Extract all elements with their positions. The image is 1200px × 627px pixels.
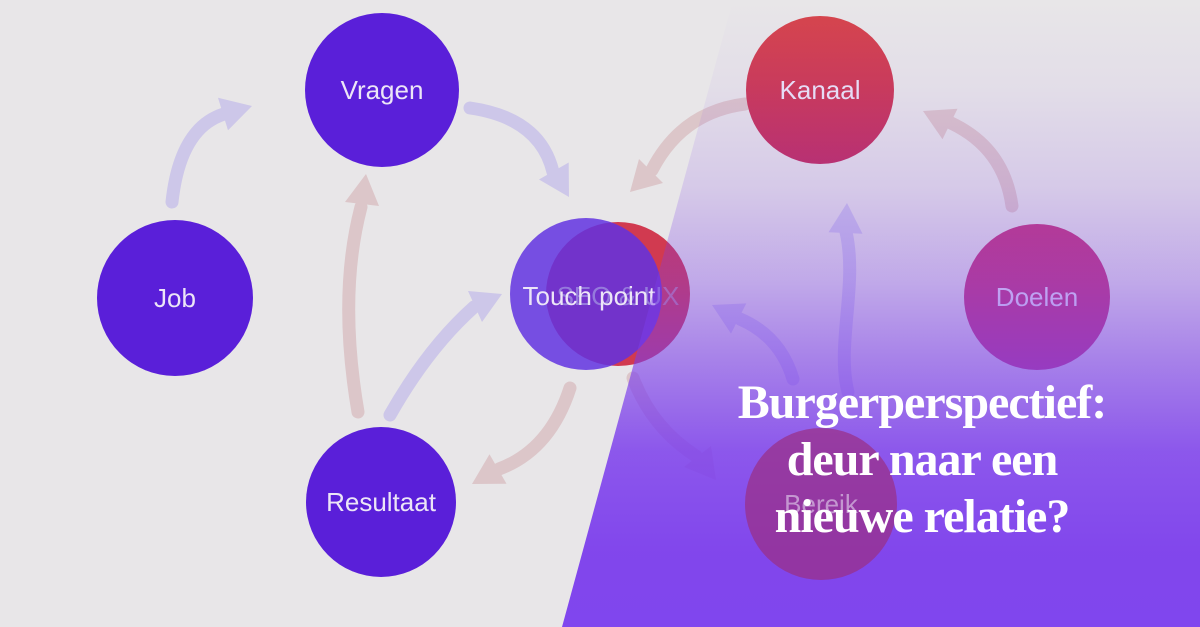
arrow-touchpoint-to-resultaat-body: [492, 381, 577, 476]
arrows-left-group: [165, 97, 577, 484]
arrow-touchpoint-to-resultaat-head: [472, 454, 507, 484]
node-resultaat-label: Resultaat: [326, 487, 437, 517]
node-bereik-circle: [745, 428, 897, 580]
purple-overlay: [562, 0, 1200, 627]
arrow-resultaat-to-vragen-body: [342, 200, 368, 419]
node-touchpoint-purple-circle: [510, 218, 662, 370]
arrow-resultaat-to-vragen-head: [345, 174, 379, 206]
arrow-vragen-to-touchpoint-body: [463, 101, 560, 179]
node-vragen-circle: [305, 13, 459, 167]
arrow-job-to-vragen-head: [218, 97, 252, 131]
title-line-2: deur naar een: [787, 433, 1058, 486]
arrow-kanaal-to-touchpoint-head: [630, 159, 663, 192]
arrow-resultaat-to-touchpoint-body: [383, 300, 481, 422]
node-bereik-label: Bereik: [784, 489, 859, 519]
headline: Burgerperspectief: deur naar een nieuwe …: [738, 376, 1108, 543]
arrow-job-to-vragen-body: [165, 107, 231, 209]
title-line-3: nieuwe relatie?: [775, 490, 1070, 543]
arrow-resultaat-to-touchpoint-head: [468, 291, 502, 322]
arrow-vragen-to-touchpoint-head: [539, 162, 569, 197]
title-line-1: Burgerperspectief:: [738, 376, 1107, 429]
node-vragen-label: Vragen: [341, 75, 424, 105]
node-bereik-group: Bereik: [745, 428, 897, 580]
node-job-circle: [97, 220, 253, 376]
node-job-label: Job: [154, 283, 196, 313]
node-touchpoint-label: Touch point: [523, 281, 657, 311]
node-resultaat-circle: [306, 427, 456, 577]
